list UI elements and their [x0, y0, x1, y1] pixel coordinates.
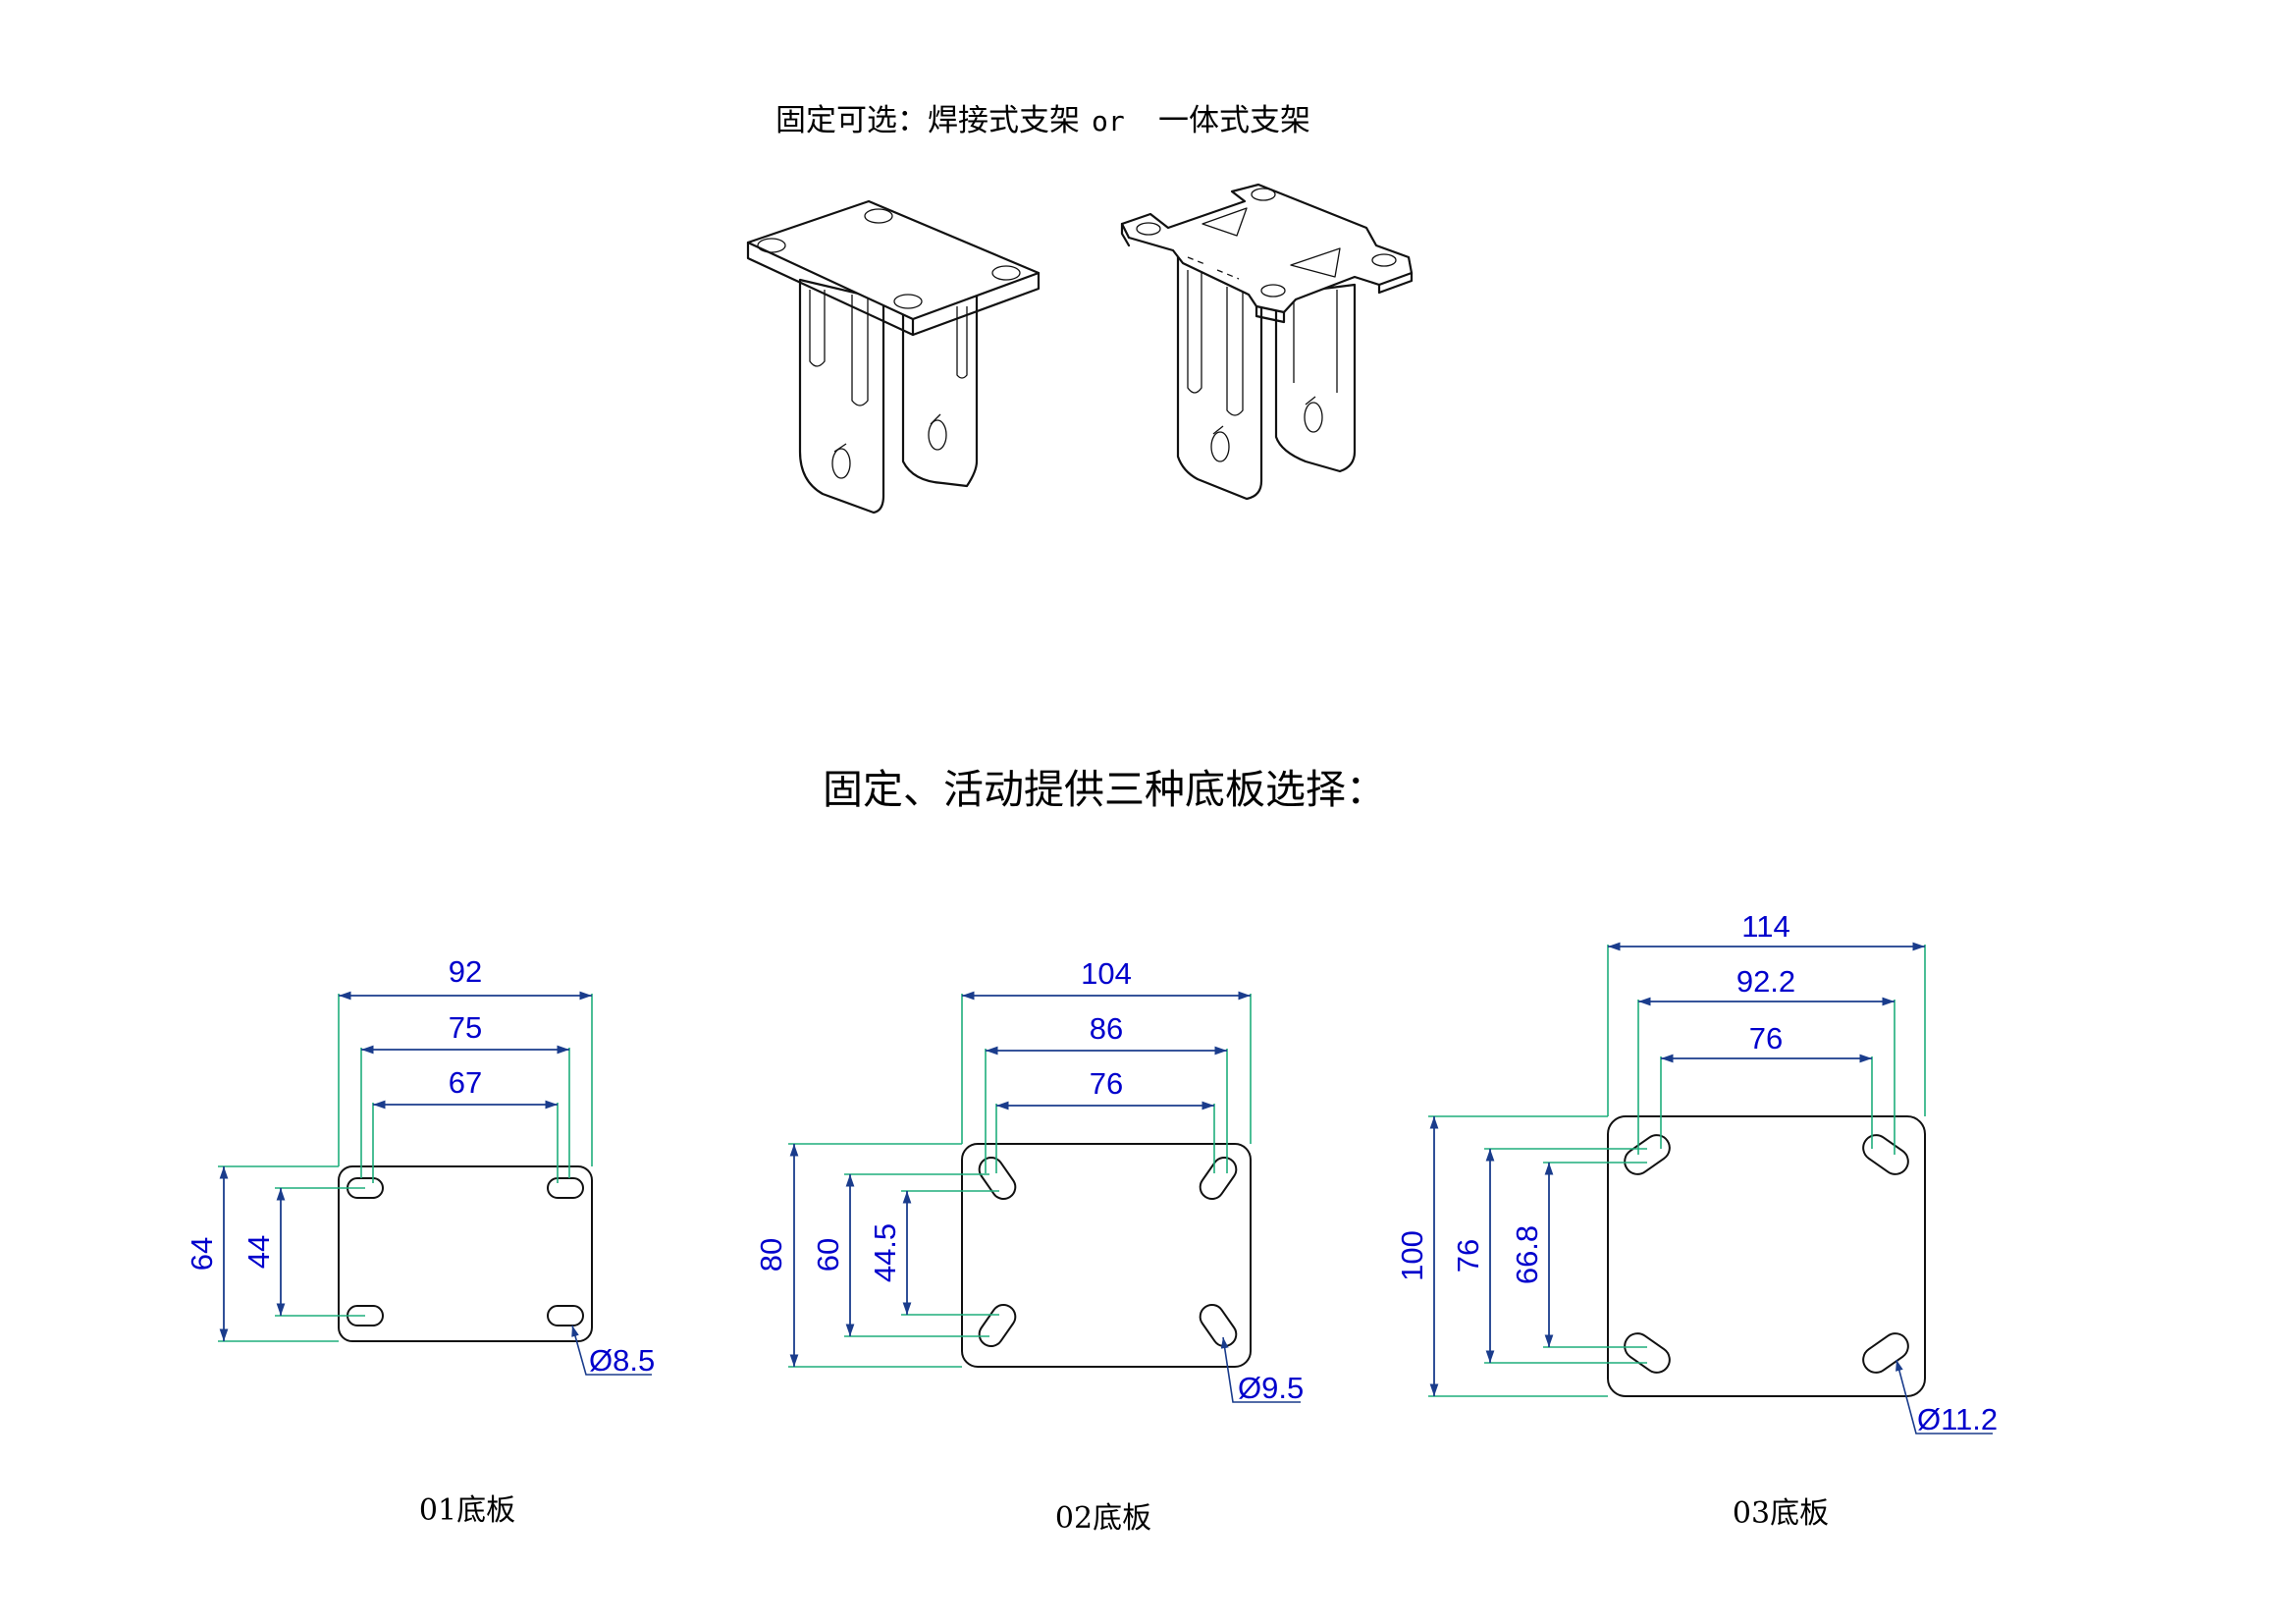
plate-01-drawing: 92 75 67 64 44 Ø8.5	[185, 954, 655, 1378]
caption-or: or	[1092, 105, 1125, 137]
dim-hole-outer: 75	[449, 1010, 482, 1045]
dim-hole-inner: 76	[1090, 1066, 1123, 1101]
slot	[1862, 1332, 1909, 1374]
plate-02-caption: 02底板	[1055, 1501, 1151, 1536]
dim-hole-vertical: 44	[241, 1235, 276, 1269]
caption-welded-bracket: 固定可选：焊接式支架	[775, 103, 1080, 138]
plate-02-outline	[961, 1143, 1252, 1368]
caption-integrated-bracket: 一体式支架	[1158, 103, 1310, 138]
dim-hole-vertical-outer: 60	[811, 1238, 845, 1272]
dim-hole-inner: 67	[449, 1065, 482, 1100]
dim-hole-vertical-inner: 44.5	[868, 1223, 902, 1282]
slot	[1624, 1332, 1671, 1374]
slot	[547, 1305, 584, 1326]
section-title: 固定、活动提供三种底板选择：	[823, 766, 1386, 813]
slot	[978, 1303, 1017, 1348]
dim-width: 104	[1081, 956, 1132, 991]
dim-hole-diameter: Ø11.2	[1917, 1402, 1998, 1436]
dim-height: 80	[754, 1238, 788, 1272]
welded-bracket-drawing	[746, 199, 1041, 514]
plate-02-drawing: 104 86 76 80 60 44.5 Ø9.5	[754, 956, 1304, 1405]
slot	[1199, 1303, 1238, 1348]
dim-hole-outer: 86	[1090, 1011, 1123, 1046]
dim-width: 92	[449, 954, 482, 989]
dim-width: 114	[1741, 909, 1789, 944]
dim-hole-diameter: Ø9.5	[1238, 1371, 1304, 1405]
dim-height: 64	[185, 1237, 219, 1271]
dim-hole-vertical-outer: 76	[1451, 1239, 1485, 1272]
plate-01-outline	[338, 1165, 593, 1342]
header-caption: 固定可选：焊接式支架 or 一体式支架	[775, 103, 1310, 138]
slot	[1624, 1134, 1671, 1175]
plate-03-caption: 03底板	[1733, 1496, 1829, 1531]
dim-hole-vertical-inner: 66.8	[1510, 1225, 1544, 1284]
plate-03-outline	[1607, 1115, 1926, 1397]
slot	[1199, 1156, 1238, 1201]
dim-hole-inner: 76	[1749, 1021, 1783, 1056]
plate-01-caption: 01底板	[419, 1493, 515, 1528]
slot	[547, 1177, 584, 1199]
integrated-bracket-drawing	[1120, 183, 1414, 501]
dim-hole-diameter: Ø8.5	[589, 1343, 655, 1378]
dim-hole-outer: 92.2	[1736, 964, 1795, 999]
plate-03-drawing: 114 92.2 76 100 76 66.8 Ø11.2	[1395, 909, 1998, 1436]
slot	[978, 1156, 1017, 1201]
slot	[1862, 1134, 1909, 1175]
dim-height: 100	[1395, 1230, 1429, 1281]
